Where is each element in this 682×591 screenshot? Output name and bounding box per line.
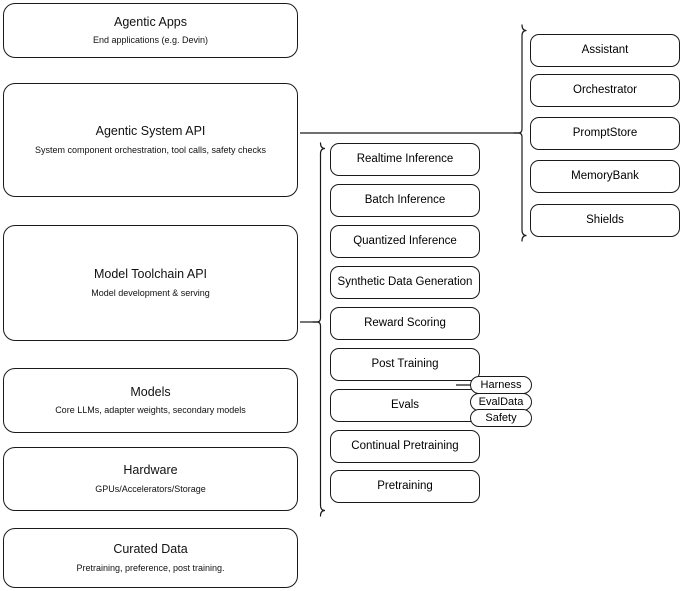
layer-title: Agentic Apps — [114, 14, 187, 29]
eval-pill-label: EvalData — [478, 396, 524, 408]
eval-pill-evaldata[interactable]: EvalData — [470, 393, 532, 411]
capability-box-quantized-inference[interactable]: Quantized Inference — [330, 225, 480, 258]
layer-box-curated-data[interactable]: Curated Data Pretraining, preference, po… — [3, 528, 298, 588]
layer-subtitle: GPUs/Accelerators/Storage — [95, 483, 206, 494]
capability-label: Evals — [390, 399, 420, 412]
capability-label: Synthetic Data Generation — [337, 276, 473, 289]
capability-label: Post Training — [371, 358, 439, 371]
capability-label: Pretraining — [377, 480, 433, 493]
layer-box-hardware[interactable]: Hardware GPUs/Accelerators/Storage — [3, 447, 298, 511]
layer-box-agentic-system-api[interactable]: Agentic System API System component orch… — [3, 83, 298, 197]
eval-pill-label: Safety — [485, 412, 517, 424]
layer-title: Model Toolchain API — [93, 267, 208, 282]
capability-label: Reward Scoring — [364, 317, 446, 330]
component-label: MemoryBank — [571, 170, 639, 183]
capability-box-pretraining[interactable]: Pretraining — [330, 470, 480, 503]
component-box-orchestrator[interactable]: Orchestrator — [530, 74, 680, 107]
layer-subtitle: System component orchestration, tool cal… — [34, 144, 267, 155]
capability-box-realtime-inference[interactable]: Realtime Inference — [330, 143, 480, 176]
layer-box-agentic-apps[interactable]: Agentic Apps End applications (e.g. Devi… — [3, 3, 298, 58]
capability-label: Continual Pretraining — [351, 440, 459, 453]
layer-title: Curated Data — [113, 542, 188, 557]
capability-box-continual-pretraining[interactable]: Continual Pretraining — [330, 430, 480, 463]
component-label: Orchestrator — [573, 84, 637, 97]
capability-box-reward-scoring[interactable]: Reward Scoring — [330, 307, 480, 340]
capability-label: Quantized Inference — [353, 235, 457, 248]
capability-label: Realtime Inference — [356, 153, 454, 166]
eval-pill-harness[interactable]: Harness — [470, 376, 532, 394]
layer-subtitle: Pretraining, preference, post training. — [76, 562, 225, 573]
component-label: Assistant — [581, 44, 629, 57]
component-box-memorybank[interactable]: MemoryBank — [530, 160, 680, 193]
capability-box-batch-inference[interactable]: Batch Inference — [330, 184, 480, 217]
layer-title: Models — [130, 384, 171, 399]
component-label: PromptStore — [572, 127, 638, 140]
layer-box-models[interactable]: Models Core LLMs, adapter weights, secon… — [3, 368, 298, 433]
eval-pill-label: Harness — [480, 379, 522, 391]
eval-pill-safety[interactable]: Safety — [470, 409, 532, 427]
layer-box-model-toolchain-api[interactable]: Model Toolchain API Model development & … — [3, 225, 298, 341]
capability-box-synthetic-data-generation[interactable]: Synthetic Data Generation — [330, 266, 480, 299]
capability-box-post-training[interactable]: Post Training — [330, 348, 480, 381]
capability-label: Batch Inference — [364, 194, 446, 207]
layer-title: Hardware — [123, 463, 178, 478]
component-box-promptstore[interactable]: PromptStore — [530, 117, 680, 150]
component-box-assistant[interactable]: Assistant — [530, 34, 680, 67]
layer-subtitle: Core LLMs, adapter weights, secondary mo… — [55, 405, 246, 416]
layer-subtitle: End applications (e.g. Devin) — [92, 35, 209, 46]
layer-subtitle: Model development & serving — [91, 287, 210, 298]
component-box-shields[interactable]: Shields — [530, 204, 680, 237]
layer-title: Agentic System API — [95, 124, 206, 139]
component-label: Shields — [586, 214, 624, 227]
capability-box-evals[interactable]: Evals — [330, 389, 480, 422]
